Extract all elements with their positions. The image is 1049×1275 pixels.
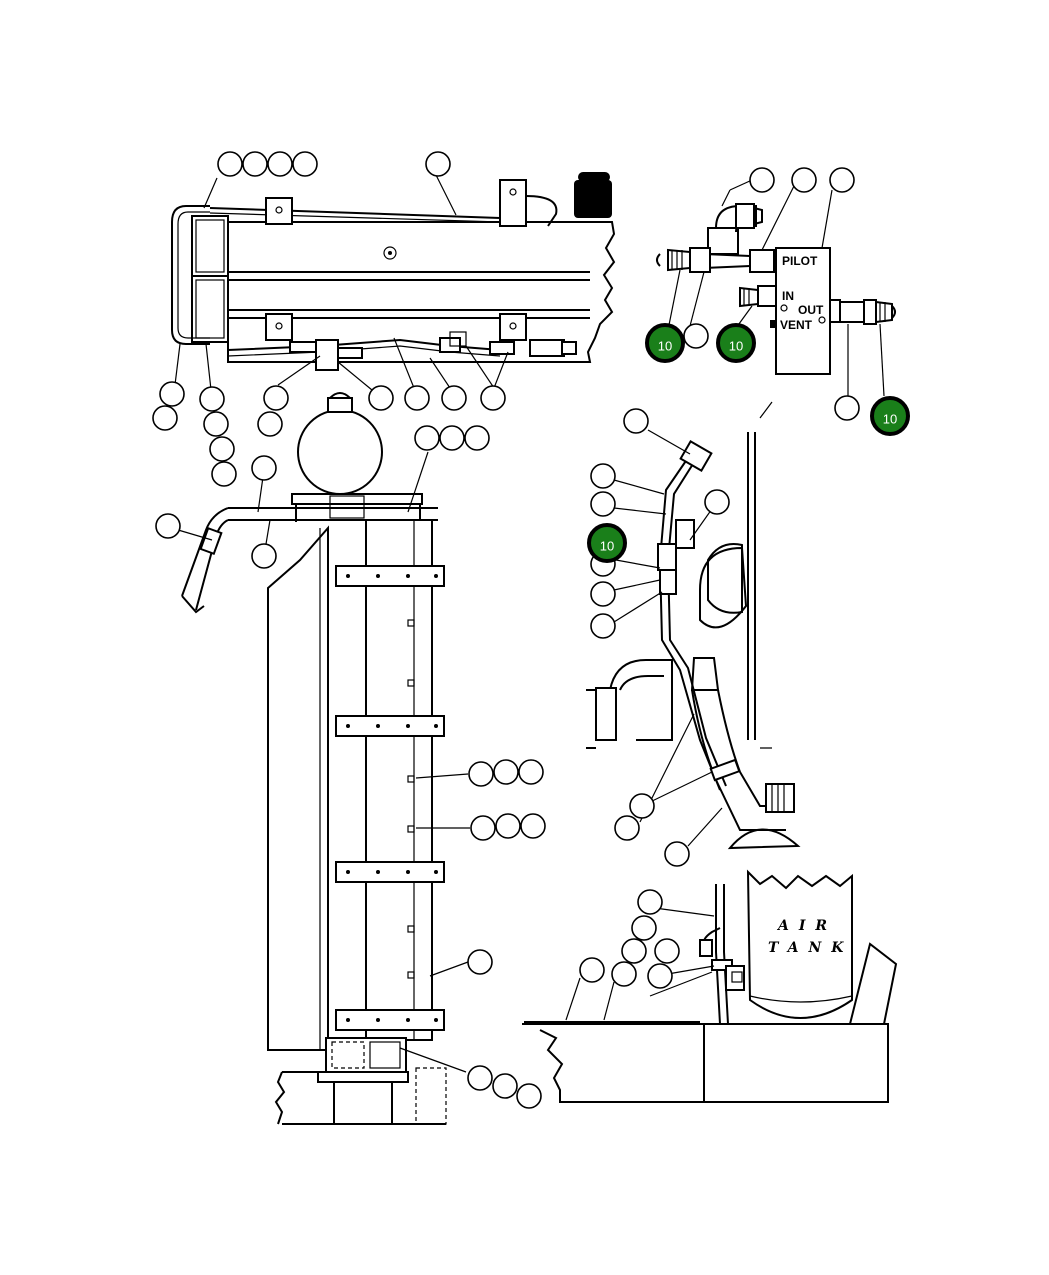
- callout-group-middle: [155, 425, 546, 1109]
- air-tank-label-line1: AIR: [776, 918, 837, 934]
- air-tank-detail: AIR TANK: [522, 869, 898, 1103]
- valve-detail: PILOT IN OUT VENT: [656, 179, 896, 397]
- callout-10-label: 10: [658, 339, 672, 354]
- valve-pilot-label: PILOT: [782, 254, 818, 268]
- callout-balloons: 10 10 10 10: [152, 151, 910, 1109]
- callout-group-top-right: [683, 167, 860, 421]
- callout-10-valve-out[interactable]: 10: [870, 396, 910, 436]
- callout-10-valve-in[interactable]: 10: [716, 323, 756, 363]
- callout-10-label: 10: [729, 339, 743, 354]
- vertical-tank-assembly: [167, 392, 470, 1125]
- valve-vent-label: VENT: [780, 318, 813, 332]
- callout-group-air-tank: [579, 889, 680, 989]
- air-tank-label-line2: TANK: [768, 940, 853, 956]
- callout-group-side-view: [590, 408, 730, 867]
- callout-10-valve-left[interactable]: 10: [645, 323, 685, 363]
- callout-10-side-view[interactable]: 10: [587, 523, 627, 563]
- callout-group-top-left: [152, 151, 506, 487]
- callout-10-label: 10: [600, 539, 614, 554]
- tank-assembly-top-view: [171, 172, 616, 400]
- valve-in-label: IN: [782, 289, 794, 303]
- valve-out-label: OUT: [798, 303, 824, 317]
- callout-10-label: 10: [883, 412, 897, 427]
- side-view-detail: [586, 401, 801, 850]
